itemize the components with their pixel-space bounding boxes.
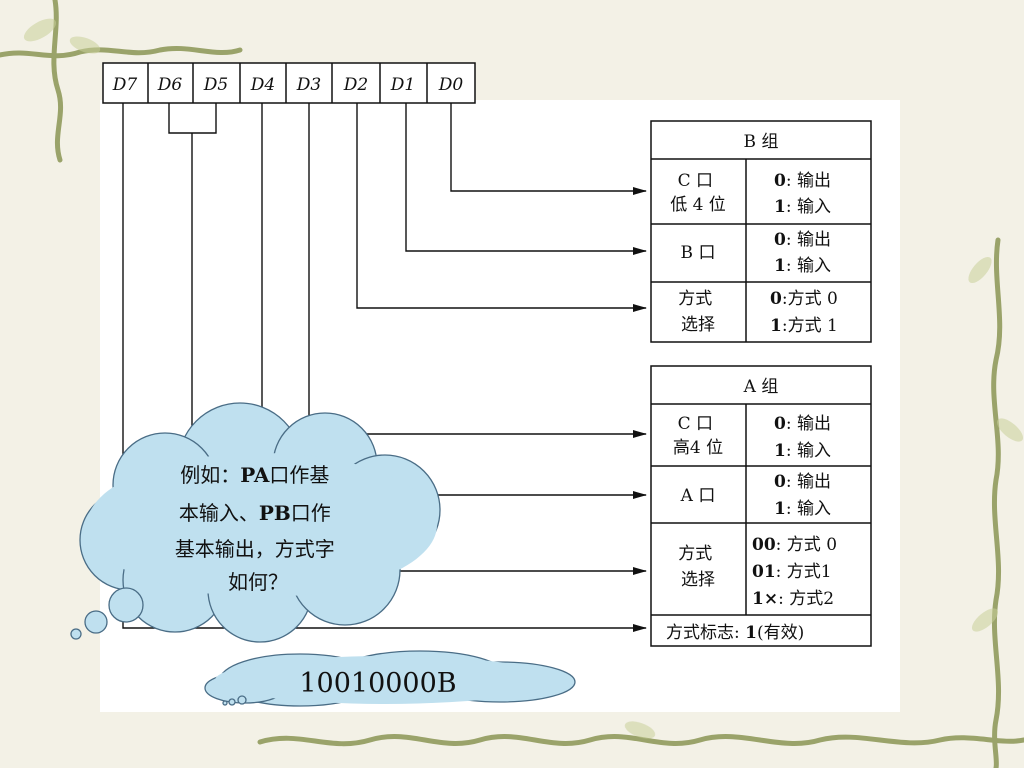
leaf-decoration xyxy=(23,18,1024,739)
group-b-mode-options: 0:方式 0 1:方式 1 xyxy=(770,289,843,336)
d7-line xyxy=(122,103,647,632)
bit-label: D5 xyxy=(203,75,228,95)
group-b-table xyxy=(650,120,872,343)
d3-line xyxy=(308,103,647,438)
port-c-high-label: C 口 高4 位 xyxy=(673,414,723,458)
port-c-high-options: 0: 输出 1: 输入 xyxy=(774,414,836,461)
d0-line xyxy=(450,103,647,195)
bit-label: D6 xyxy=(157,75,183,95)
d6-d5-bracket xyxy=(168,103,217,134)
d2-line xyxy=(356,103,647,312)
answer-text: 10010000B xyxy=(299,668,456,699)
port-b-label: B 口 xyxy=(681,243,716,263)
d1-line xyxy=(405,103,647,255)
bit-label: D4 xyxy=(250,75,275,95)
port-b-options: 0: 输出 1: 输入 xyxy=(774,230,836,276)
bit-label: D2 xyxy=(343,75,368,95)
group-a-title: A 组 xyxy=(743,377,779,397)
port-c-low-label: C 口 低 4 位 xyxy=(670,171,726,215)
bit-labels: D7 D6 D5 D4 D3 D2 D1 D0 xyxy=(112,75,464,95)
group-a-mode-label: 方式 选择 xyxy=(678,544,717,590)
answer-cloud xyxy=(204,650,576,707)
port-a-label: A 口 xyxy=(680,486,716,506)
port-c-low-options: 0: 输出 1: 输入 xyxy=(774,171,836,217)
group-a-mode-options: 00: 方式 0 01: 方式1 1×: 方式2 xyxy=(752,535,842,609)
mode-flag: 方式标志: 1(有效) xyxy=(666,623,804,643)
bit-label: D0 xyxy=(438,75,464,95)
port-a-options: 0: 输出 1: 输入 xyxy=(774,472,836,519)
group-b-mode-label: 方式 选择 xyxy=(678,289,717,335)
group-a-table xyxy=(650,365,872,647)
question-text: 例如：PA口作基 本输入、PB口作 基本输出，方式字 如何？ xyxy=(175,463,341,594)
group-b-title: B 组 xyxy=(744,132,779,152)
thought-cloud-icon xyxy=(70,402,441,643)
bit-header xyxy=(102,62,476,104)
bit-label: D7 xyxy=(112,75,138,95)
bit-label: D3 xyxy=(296,75,321,95)
bit-label: D1 xyxy=(390,75,415,95)
